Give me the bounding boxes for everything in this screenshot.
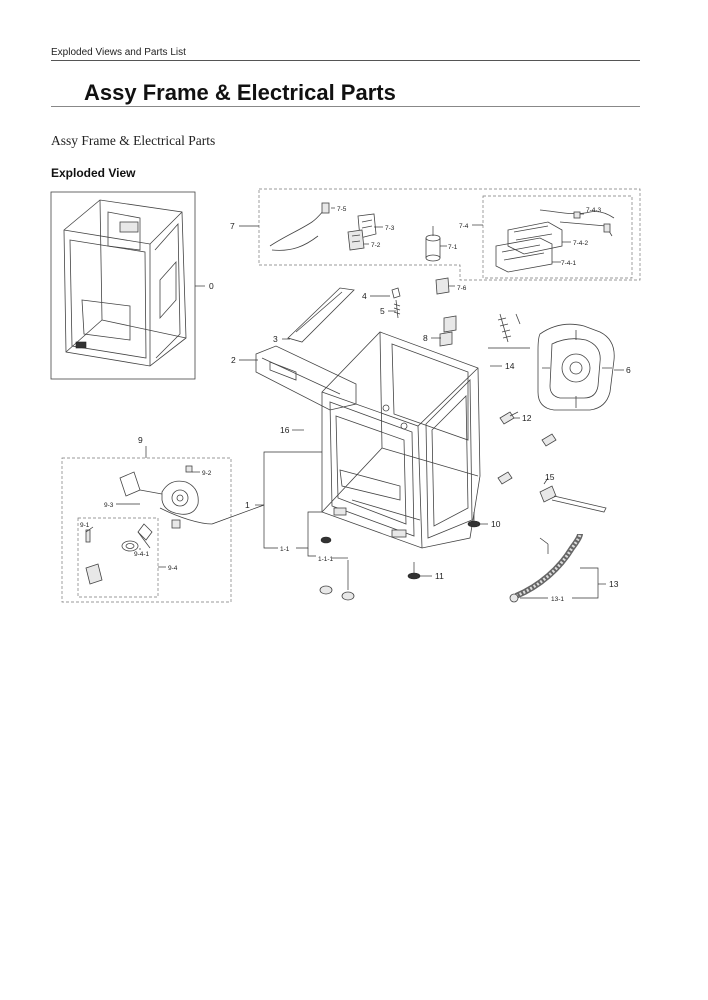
callout-7-4: 7-4 xyxy=(459,223,469,230)
callout-0: 0 xyxy=(209,281,214,291)
callout-7-4-3: 7-4-3 xyxy=(586,207,602,214)
callout-7: 7 xyxy=(230,221,235,231)
callout-7-2: 7-2 xyxy=(371,242,381,249)
callout-13: 13 xyxy=(609,579,619,589)
callout-16: 16 xyxy=(280,425,290,435)
callout-labels: 0 7 7-5 7-3 7-2 7-1 7-6 7-4 7-4-2 7-4-1 … xyxy=(80,206,631,603)
callout-8: 8 xyxy=(423,333,428,343)
callout-12: 12 xyxy=(522,413,532,423)
callout-13-1: 13-1 xyxy=(551,596,564,603)
callout-2: 2 xyxy=(231,355,236,365)
callout-5: 5 xyxy=(380,306,385,316)
door-rim-part xyxy=(537,323,615,411)
callout-7-4-2: 7-4-2 xyxy=(573,240,589,247)
callout-10: 10 xyxy=(491,519,501,529)
exploded-view-heading: Exploded View xyxy=(51,166,136,180)
callout-9-1: 9-1 xyxy=(80,522,90,529)
hose-part xyxy=(509,533,583,603)
callout-7-6: 7-6 xyxy=(457,285,467,292)
callout-9-3: 9-3 xyxy=(104,502,114,509)
callout-9-4: 9-4 xyxy=(168,565,178,572)
electrical-parts-group xyxy=(258,188,641,295)
top-frame-parts xyxy=(255,287,357,411)
cabinet-frame xyxy=(321,331,481,549)
spring-parts xyxy=(391,287,530,349)
callout-11: 11 xyxy=(435,571,444,581)
callout-9-4-1: 9-4-1 xyxy=(134,551,150,558)
page-title: Assy Frame & Electrical Parts xyxy=(84,80,396,105)
page-subtitle: Assy Frame & Electrical Parts xyxy=(51,133,216,148)
callout-9-2: 9-2 xyxy=(202,470,212,477)
fitting-parts xyxy=(497,411,607,513)
title-rule xyxy=(51,106,640,107)
drain-pump-group xyxy=(61,457,232,603)
callout-4: 4 xyxy=(362,291,367,301)
callout-14: 14 xyxy=(505,361,515,371)
callout-3: 3 xyxy=(273,334,278,344)
callout-6: 6 xyxy=(626,365,631,375)
section-header: Exploded Views and Parts List xyxy=(51,47,186,58)
callout-1-1: 1-1 xyxy=(280,546,290,553)
callout-7-3: 7-3 xyxy=(385,225,395,232)
header-rule xyxy=(51,60,640,61)
leveling-feet xyxy=(319,512,481,601)
leader-lines xyxy=(85,207,624,599)
callout-7-1: 7-1 xyxy=(448,244,458,251)
callout-9: 9 xyxy=(138,435,143,445)
callout-1: 1 xyxy=(245,500,250,510)
callout-15: 15 xyxy=(545,472,555,482)
frame-assembly-illustration xyxy=(50,191,196,380)
callout-7-4-1: 7-4-1 xyxy=(561,260,577,267)
callout-1-1-1: 1-1-1 xyxy=(318,556,334,563)
callout-7-5: 7-5 xyxy=(337,206,347,213)
